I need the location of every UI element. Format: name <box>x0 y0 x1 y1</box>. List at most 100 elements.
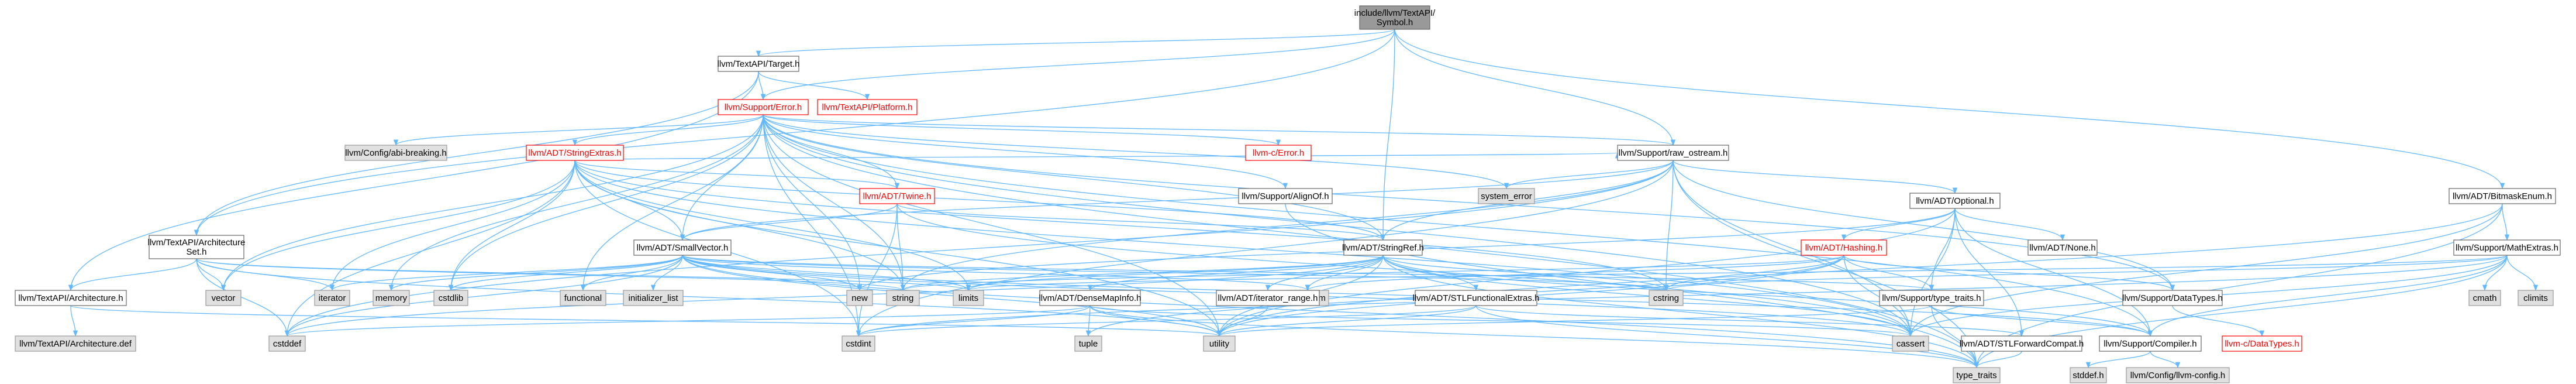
node-label-stlfunctional: llvm/ADT/STLFunctionalExtras.h <box>1413 293 1540 303</box>
edge-alignof-to-typetraits <box>1285 203 1980 369</box>
edge-stringextras-to-utility <box>574 160 1222 337</box>
node-mathextras[interactable]: llvm/Support/MathExtras.h <box>2453 239 2561 256</box>
node-label-densemapinfo: llvm/ADT/DenseMapInfo.h <box>1039 293 1141 303</box>
node-label-cerror: llvm-c/Error.h <box>1253 148 1304 158</box>
node-label-cmath: cmath <box>2473 293 2497 303</box>
node-label-platform: llvm/TextAPI/Platform.h <box>822 102 912 112</box>
node-utility: utility <box>1203 335 1236 352</box>
edge-densemapinfo-to-cstdint <box>856 305 1091 337</box>
node-error[interactable]: llvm/Support/Error.h <box>718 99 809 115</box>
node-label-limits: limits <box>958 293 978 303</box>
edge-stringref-to-iteratorrange <box>1265 255 1384 292</box>
node-box-cassert <box>1892 335 1929 352</box>
node-stddef: stddef.h <box>2070 367 2107 383</box>
node-tuple: tuple <box>1074 335 1102 352</box>
node-abibreaking: llvm/Config/abi-breaking.h <box>344 145 447 161</box>
node-label-stringref: llvm/ADT/StringRef.h <box>1342 243 1424 253</box>
node-typetraits_h[interactable]: llvm/Support/type_traits.h <box>1879 290 1984 306</box>
edge-mathextras-to-limits <box>966 255 2508 292</box>
edge-error-to-cerror <box>763 114 1281 146</box>
node-twine[interactable]: llvm/ADT/Twine.h <box>859 188 935 204</box>
edge-densemapinfo-to-cstddef <box>285 305 1091 337</box>
node-stlforward[interactable]: llvm/ADT/STLForwardCompat.h <box>1960 335 2084 352</box>
node-label-llvmconfig: llvm/Config/llvm-config.h <box>2130 371 2226 380</box>
edge-stringextras-to-cstdlib <box>448 160 575 292</box>
node-box-archset <box>149 235 244 259</box>
edge-optional-to-hashing <box>1841 208 1956 241</box>
edge-stringref-to-densemapinfo <box>1087 255 1384 292</box>
edge-smallvector-to-functional <box>580 255 683 292</box>
node-box-abibreaking <box>344 145 447 161</box>
node-box-initlist <box>623 290 684 306</box>
node-box-cmath <box>2468 290 2501 306</box>
node-box-limits <box>953 290 984 306</box>
edge-stringextras-to-cassert <box>574 160 1913 337</box>
node-box-compiler <box>2099 335 2202 352</box>
edge-smallvector-to-memory <box>388 255 683 292</box>
node-datatypes[interactable]: llvm/Support/DataTypes.h <box>2122 290 2223 306</box>
edge-compiler-to-stddef <box>2085 351 2151 369</box>
node-densemapinfo[interactable]: llvm/ADT/DenseMapInfo.h <box>1039 290 1142 306</box>
node-cerror[interactable]: llvm-c/Error.h <box>1245 145 1312 161</box>
node-label-utility: utility <box>1209 339 1230 349</box>
node-cdatatypes[interactable]: llvm-c/DataTypes.h <box>2222 335 2302 352</box>
edge-smallvector-to-algorithm <box>682 255 1310 292</box>
node-alignof[interactable]: llvm/Support/AlignOf.h <box>1238 188 1333 204</box>
edge-archset-to-archh <box>68 258 197 292</box>
node-label-iteratorrange: llvm/ADT/iterator_range.h <box>1218 293 1318 303</box>
node-cstring: cstring <box>1649 290 1684 306</box>
node-bitmaskenum[interactable]: llvm/ADT/BitmaskEnum.h <box>2449 188 2556 204</box>
node-stringref[interactable]: llvm/ADT/StringRef.h <box>1342 239 1424 256</box>
node-box-bitmaskenum <box>2449 188 2556 204</box>
node-string: string <box>886 290 920 306</box>
edge-typetraits_h-to-utility <box>1217 305 1932 337</box>
node-target[interactable]: llvm/TextAPI/Target.h <box>718 56 800 72</box>
edge-stringref-to-cstddef <box>285 255 1384 337</box>
node-label-cstddef: cstddef <box>273 339 302 349</box>
node-label-typetraits_h: llvm/Support/type_traits.h <box>1882 293 1981 303</box>
node-stringextras[interactable]: llvm/ADT/StringExtras.h <box>526 145 624 161</box>
node-box-systemerror <box>1478 188 1535 204</box>
edge-archh-to-utility <box>70 305 1222 337</box>
node-platform[interactable]: llvm/TextAPI/Platform.h <box>817 99 918 115</box>
node-box-platform <box>817 99 918 115</box>
node-compiler[interactable]: llvm/Support/Compiler.h <box>2099 335 2202 352</box>
node-stlfunctional[interactable]: llvm/ADT/STLFunctionalExtras.h <box>1413 290 1540 306</box>
node-box-new <box>846 290 873 306</box>
node-label-smallvector: llvm/ADT/SmallVector.h <box>637 243 729 253</box>
edge-datatypes-to-cdatatypes <box>2172 305 2265 337</box>
node-smallvector[interactable]: llvm/ADT/SmallVector.h <box>633 239 732 256</box>
node-archh[interactable]: llvm/TextAPI/Architecture.h <box>15 290 127 306</box>
edge-hashing-to-algorithm <box>1305 255 1844 292</box>
node-rawostream[interactable]: llvm/Support/raw_ostream.h <box>1617 145 1729 161</box>
node-initlist: initializer_list <box>623 290 684 306</box>
node-label-none: llvm/ADT/None.h <box>2029 243 2095 253</box>
edge-hashing-to-string <box>901 255 1844 292</box>
node-optional[interactable]: llvm/ADT/Optional.h <box>1909 193 2001 209</box>
node-label-target: llvm/TextAPI/Target.h <box>718 59 800 69</box>
node-label-cdatatypes: llvm-c/DataTypes.h <box>2225 339 2299 349</box>
node-box-mathextras <box>2453 239 2561 256</box>
edge-stlfunctional-to-typetraits <box>1475 305 1980 369</box>
node-box-string <box>886 290 920 306</box>
edge-smallvector-to-cstdlib <box>448 255 683 292</box>
node-none[interactable]: llvm/ADT/None.h <box>2027 239 2098 256</box>
node-box-rawostream <box>1617 145 1729 161</box>
node-hashing[interactable]: llvm/ADT/Hashing.h <box>1801 239 1887 256</box>
edge-stringref-to-compiler <box>1382 255 2153 337</box>
edge-rawostream-to-smallvector <box>680 160 1674 241</box>
node-label-functional: functional <box>564 293 602 303</box>
node-box-stringref <box>1343 239 1423 256</box>
node-box-stddef <box>2070 367 2107 383</box>
edge-smallvector-to-iterator <box>330 255 683 292</box>
edge-root-to-rawostream <box>1394 29 1676 146</box>
node-label-systemerror: system_error <box>1481 191 1532 201</box>
node-iteratorrange[interactable]: llvm/ADT/iterator_range.h <box>1216 290 1320 306</box>
node-root[interactable]: include/llvm/TextAPI/Symbol.h <box>1354 5 1436 30</box>
node-box-archdef <box>15 335 136 352</box>
edge-error-to-vector <box>220 114 764 292</box>
node-new: new <box>846 290 873 306</box>
node-label-vector: vector <box>212 293 236 303</box>
